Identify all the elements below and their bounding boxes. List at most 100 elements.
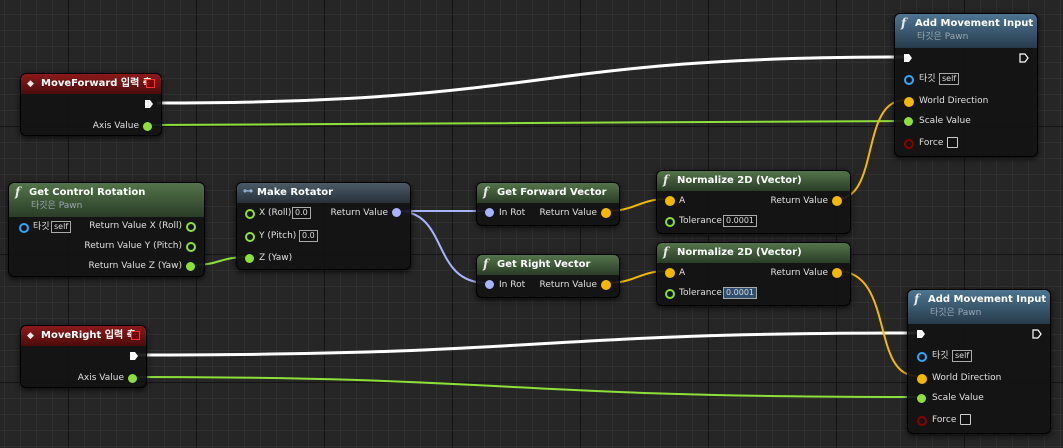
z-yaw-label: Z (Yaw): [259, 253, 293, 263]
normalize-2d-node-1[interactable]: f Normalize 2D (Vector) A Tolerance 0.00…: [656, 170, 851, 234]
target-label: 타깃: [33, 222, 50, 232]
world-direction-label: World Direction: [932, 373, 1002, 383]
in-rot-pin[interactable]: [485, 280, 494, 289]
axis-value-pin[interactable]: [128, 374, 137, 383]
target-pin[interactable]: [917, 352, 927, 362]
exec-wire-forward[interactable]: [156, 55, 906, 105]
a-pin[interactable]: [665, 196, 675, 206]
return-value-pin[interactable]: [392, 208, 401, 217]
float-wire-right-scale[interactable]: [133, 376, 918, 398]
get-forward-vector-node[interactable]: f Get Forward Vector In Rot Return Value: [476, 182, 620, 226]
delegate-pin-icon[interactable]: [131, 331, 140, 340]
function-f-icon: f: [901, 16, 907, 30]
return-value-pin[interactable]: [832, 268, 842, 278]
make-struct-icon: ⊶: [243, 186, 253, 197]
make-rotator-node[interactable]: ⊶ Make Rotator X (Roll) 0.0 Y (Pitch) 0.…: [236, 182, 411, 270]
rotator-wire-right[interactable]: [396, 210, 488, 284]
target-value: self: [51, 221, 72, 233]
force-pin[interactable]: [904, 139, 914, 149]
function-f-icon: f: [483, 257, 489, 271]
node-title: Get Right Vector: [497, 259, 591, 270]
exec-wire-right[interactable]: [136, 331, 918, 357]
get-control-rotation-node[interactable]: f Get Control Rotation 타깃은 Pawn 타깃 self …: [8, 182, 205, 277]
function-f-icon: f: [483, 185, 489, 199]
tolerance-pin[interactable]: [665, 289, 675, 299]
add-movement-input-node-2[interactable]: f Add Movement Input 타깃은 Pawn 타깃 self Wo…: [907, 289, 1051, 434]
scale-value-label: Scale Value: [932, 393, 984, 403]
return-value-pin[interactable]: [601, 208, 611, 218]
return-y-pin[interactable]: [186, 242, 196, 252]
tolerance-value[interactable]: 0.0001: [723, 287, 757, 299]
in-rot-label: In Rot: [499, 208, 526, 218]
vector-wire-norm2-dir[interactable]: [836, 270, 918, 377]
a-pin[interactable]: [665, 268, 675, 278]
exec-out-pin[interactable]: [129, 351, 139, 361]
return-z-pin[interactable]: [186, 262, 195, 271]
target-pin[interactable]: [19, 223, 29, 233]
node-header: ⊶ Make Rotator: [237, 183, 410, 203]
node-header: f Normalize 2D (Vector): [657, 243, 850, 263]
function-f-icon: f: [15, 185, 21, 199]
function-f-icon: f: [663, 245, 669, 259]
z-yaw-pin[interactable]: [245, 254, 254, 263]
return-value-label: Return Value: [770, 196, 828, 206]
node-title: Add Movement Input: [915, 18, 1034, 29]
return-x-pin[interactable]: [186, 222, 196, 232]
moveforward-input-axis-node[interactable]: ◆ MoveForward 입력 축 Axis Value: [20, 73, 162, 136]
return-value-label: Return Value: [539, 208, 597, 218]
target-value: self: [939, 73, 960, 85]
axis-value-pin[interactable]: [143, 122, 152, 131]
in-rot-pin[interactable]: [485, 208, 494, 217]
exec-out-pin[interactable]: [144, 99, 154, 109]
event-diamond-icon: ◆: [27, 79, 34, 89]
x-roll-value[interactable]: 0.0: [292, 207, 311, 219]
node-title: Get Forward Vector: [497, 187, 607, 198]
node-header: f Add Movement Input 타깃은 Pawn: [908, 290, 1050, 324]
get-right-vector-node[interactable]: f Get Right Vector In Rot Return Value: [476, 254, 620, 298]
target-value: self: [952, 350, 973, 362]
in-rot-label: In Rot: [499, 280, 526, 290]
exec-out-pin[interactable]: [1019, 53, 1029, 63]
return-value-pin[interactable]: [832, 196, 842, 206]
exec-in-pin[interactable]: [916, 329, 926, 339]
exec-in-pin[interactable]: [903, 53, 913, 63]
force-checkbox[interactable]: [947, 137, 958, 148]
scale-value-pin[interactable]: [917, 394, 926, 403]
return-x-label: Return Value X (Roll): [89, 221, 182, 231]
exec-out-pin[interactable]: [1032, 329, 1042, 339]
axis-value-label: Axis Value: [77, 373, 124, 383]
y-pitch-value[interactable]: 0.0: [299, 230, 318, 242]
force-checkbox[interactable]: [960, 414, 971, 425]
event-diamond-icon: ◆: [27, 331, 34, 341]
scale-value-pin[interactable]: [904, 117, 913, 126]
node-header: ◆ MoveForward 입력 축: [21, 74, 161, 94]
function-f-icon: f: [914, 292, 920, 306]
return-value-pin[interactable]: [601, 280, 611, 290]
node-header: f Get Control Rotation 타깃은 Pawn: [9, 183, 204, 217]
moveright-input-axis-node[interactable]: ◆ MoveRight 입력 축 Axis Value: [20, 325, 147, 388]
target-pin[interactable]: [904, 75, 914, 85]
force-pin[interactable]: [917, 416, 927, 426]
y-pitch-label: Y (Pitch): [259, 231, 297, 241]
delegate-pin-icon[interactable]: [146, 79, 155, 88]
y-pitch-pin[interactable]: [245, 232, 255, 242]
x-roll-label: X (Roll): [259, 208, 292, 218]
node-title: MoveForward 입력 축: [41, 78, 152, 89]
node-subtitle: 타깃은 Pawn: [31, 201, 83, 211]
tolerance-value[interactable]: 0.0001: [723, 215, 757, 227]
return-z-label: Return Value Z (Yaw): [88, 261, 183, 271]
add-movement-input-node-1[interactable]: f Add Movement Input 타깃은 Pawn 타깃 self Wo…: [894, 13, 1038, 157]
node-title: Get Control Rotation: [29, 187, 146, 198]
x-roll-pin[interactable]: [245, 209, 255, 219]
normalize-2d-node-2[interactable]: f Normalize 2D (Vector) A Tolerance 0.00…: [656, 242, 851, 306]
world-direction-pin[interactable]: [904, 97, 914, 107]
float-wire-forward-scale[interactable]: [148, 120, 906, 126]
tolerance-label: Tolerance: [679, 288, 722, 298]
target-label: 타깃: [932, 351, 949, 361]
tolerance-pin[interactable]: [665, 217, 675, 227]
world-direction-pin[interactable]: [917, 374, 927, 384]
tolerance-label: Tolerance: [679, 216, 722, 226]
node-subtitle: 타깃은 Pawn: [917, 32, 969, 42]
node-header: ◆ MoveRight 입력 축: [21, 326, 146, 346]
